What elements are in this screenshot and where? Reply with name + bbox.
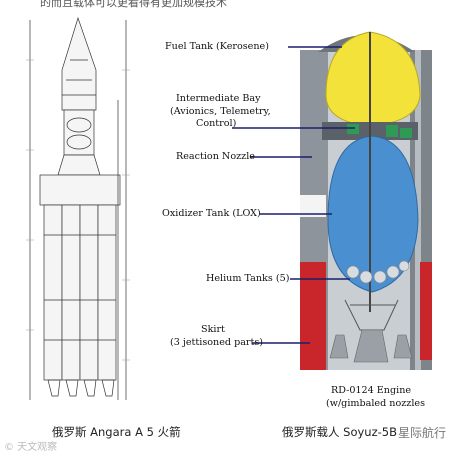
reaction-nozzle-label: Reaction Nozzle <box>176 151 255 162</box>
avionics-box <box>386 125 398 137</box>
skirt-detail: (3 jettisoned parts) <box>170 337 264 348</box>
engine-detail: (w/gimbaled nozzles <box>326 398 426 409</box>
intermediate-bay-detail: Control) <box>196 118 237 129</box>
helium-tanks-label: Helium Tanks (5) <box>206 273 290 284</box>
helium-tank <box>398 260 410 272</box>
helium-tank <box>359 270 373 284</box>
header-text: 的而且载体可以更看得有更加规模技术 <box>40 0 227 9</box>
intermediate-bay-detail: (Avionics, Telemetry, <box>170 106 271 117</box>
left-caption: 俄罗斯 Angara A 5 火箭 <box>52 425 181 439</box>
avionics-box <box>347 124 359 134</box>
engine-label: RD-0124 Engine <box>331 385 412 396</box>
right-caption: 俄罗斯载人 Soyuz-5B <box>282 425 397 439</box>
avionics-box <box>400 128 412 138</box>
oxidizer-tank-shape <box>327 135 419 293</box>
skirt-red <box>300 262 326 370</box>
watermark-left: © 天文观察 <box>4 442 58 453</box>
intermediate-bay-label: Intermediate Bay <box>176 93 261 104</box>
watermark-right: 星际航行 <box>398 426 447 440</box>
oxidizer-tank-label: Oxidizer Tank (LOX) <box>162 208 261 219</box>
helium-tank <box>386 265 400 279</box>
helium-tank <box>373 270 387 284</box>
helium-tank <box>346 265 360 279</box>
skirt-label: Skirt <box>201 324 225 335</box>
fuel-tank-label: Fuel Tank (Kerosene) <box>165 41 269 52</box>
